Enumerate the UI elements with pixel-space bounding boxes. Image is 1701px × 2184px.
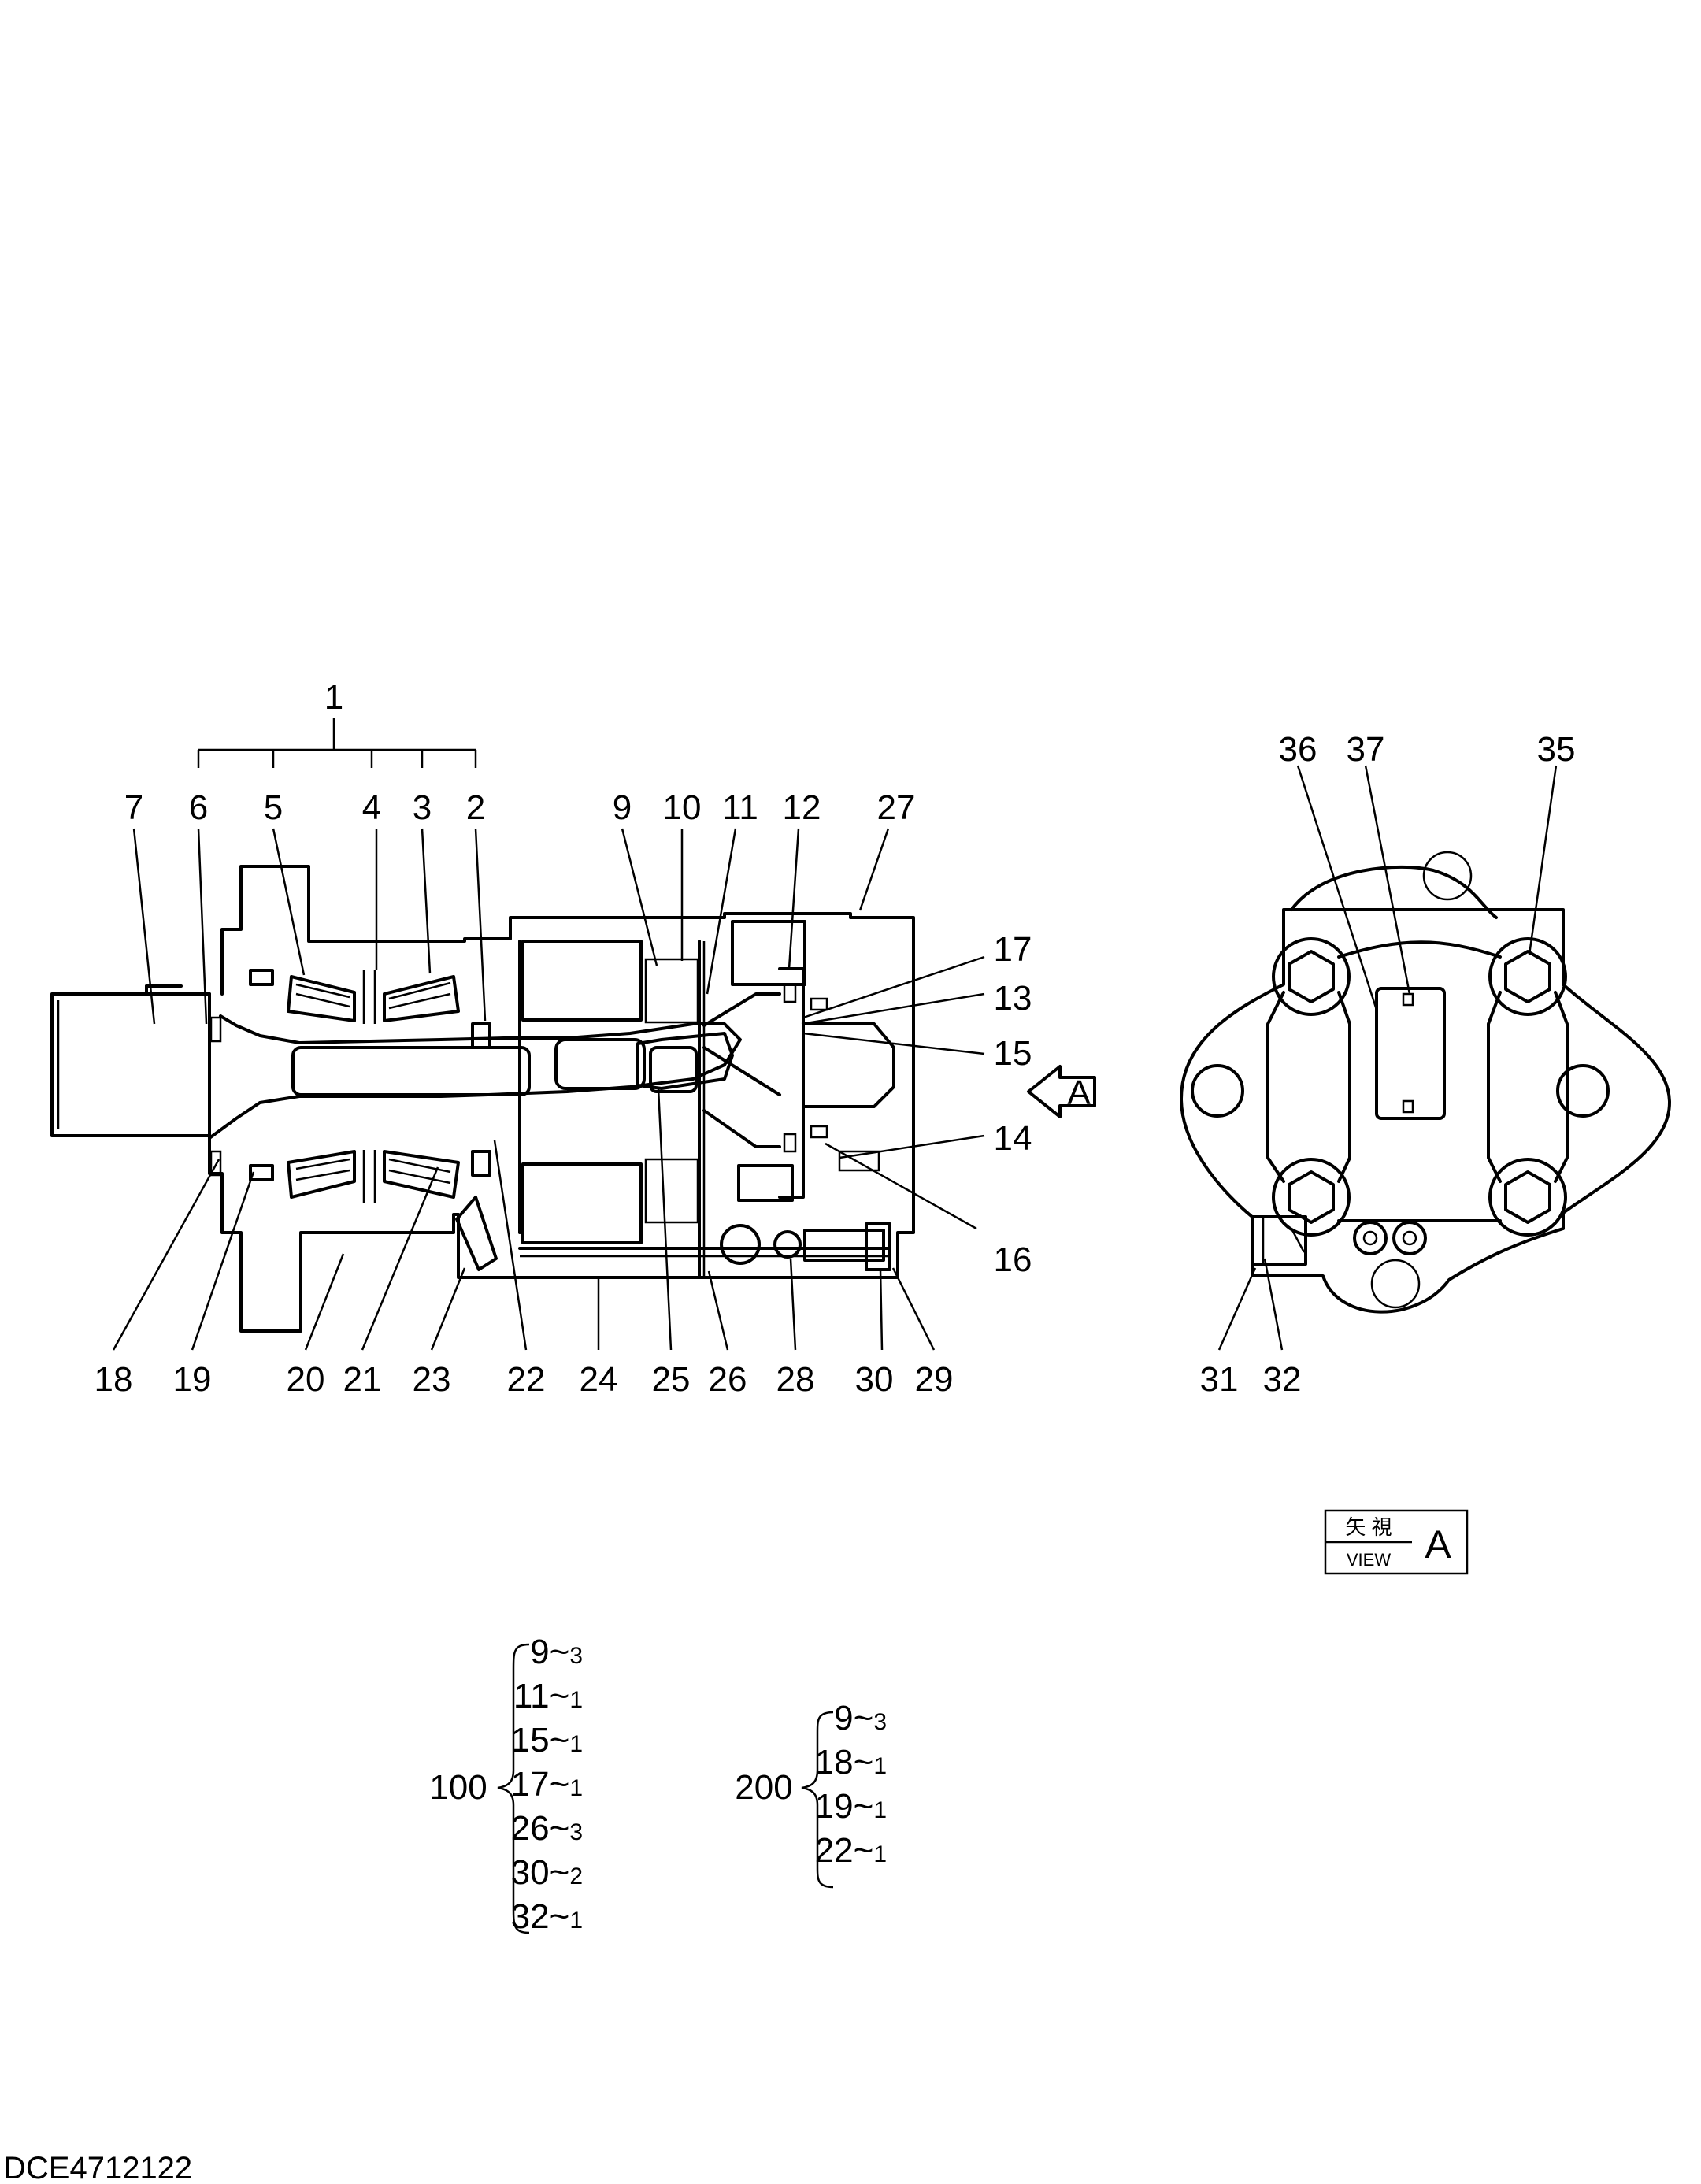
callout-14: 14: [994, 1119, 1032, 1158]
output-shaft-end: [50, 992, 211, 1137]
kit-item-part: 30: [511, 1853, 550, 1892]
kit-item-part: 19: [815, 1787, 854, 1826]
callout-4: 4: [362, 788, 381, 827]
callout-20: 20: [287, 1360, 325, 1399]
callout-15: 15: [994, 1034, 1032, 1073]
check-ball: [720, 1224, 761, 1265]
view-arrow-letter: A: [1067, 1073, 1091, 1112]
svg-text:17~1: 17~1: [511, 1765, 583, 1804]
callout-5: 5: [264, 788, 283, 827]
name-plate: [1375, 987, 1446, 1120]
callout-assembly: 1: [324, 678, 343, 717]
bolt-top-left: [1272, 937, 1351, 1016]
kit-item-part: 9: [834, 1699, 853, 1737]
callout-2: 2: [466, 788, 485, 827]
kit-200-label: 200: [735, 1768, 792, 1807]
drawing-id: DCE4712122: [3, 2151, 192, 2184]
callout-25: 25: [652, 1360, 691, 1399]
callout-19: 19: [173, 1360, 212, 1399]
callout-11: 11: [722, 788, 758, 827]
bearing-lower-left: [287, 1150, 356, 1199]
view-a-flange-outline: [1180, 908, 1671, 1314]
bolt-bottom-right: [1488, 1158, 1567, 1237]
callout-30: 30: [855, 1360, 894, 1399]
kit-item-part: 17: [511, 1765, 550, 1804]
kit-item-part: 22: [815, 1831, 854, 1870]
kit-item-part: 18: [815, 1743, 854, 1782]
bearing-upper-right: [383, 975, 460, 1022]
callout-7: 7: [124, 788, 143, 827]
view-letter: A: [1425, 1522, 1451, 1567]
callout-37: 37: [1347, 730, 1385, 769]
callout-23: 23: [413, 1360, 451, 1399]
housing-outline: [208, 865, 915, 1333]
callout-27: 27: [877, 788, 916, 827]
callout-36: 36: [1279, 730, 1317, 769]
view-a-drawing: [1180, 851, 1671, 1314]
cross-section-view: [50, 865, 915, 1333]
kit-item-part: 15: [511, 1721, 550, 1759]
callout-21: 21: [343, 1360, 382, 1399]
kit-100-label: 100: [429, 1768, 487, 1807]
callout-9: 9: [613, 788, 632, 827]
kit-item-part: 11: [513, 1677, 550, 1715]
callout-17: 17: [994, 930, 1032, 969]
callout-16: 16: [994, 1240, 1032, 1279]
kit-100: 100 9~3 11~1 15~1 17~1 26~3 30~2 32~1: [429, 1633, 583, 1936]
kit-100-items: 9~3 11~1 15~1 17~1 26~3 30~2 32~1: [511, 1633, 583, 1936]
svg-text:9~3: 9~3: [834, 1699, 887, 1737]
view-jp-label: 矢 視: [1345, 1515, 1392, 1539]
bolt-bottom-left: [1272, 1158, 1351, 1237]
bolt-top-right: [1488, 937, 1567, 1016]
svg-text:11~1: 11~1: [513, 1677, 583, 1715]
svg-text:18~1: 18~1: [815, 1743, 887, 1782]
svg-text:19~1: 19~1: [815, 1787, 887, 1826]
callout-numbers: 1 7 6 5 4 3 2 9 10 11 12 27 17 13 15 14 …: [94, 678, 1576, 1399]
svg-text:30~2: 30~2: [511, 1853, 583, 1892]
callout-35: 35: [1537, 730, 1576, 769]
callout-22: 22: [507, 1360, 546, 1399]
callout-10: 10: [663, 788, 702, 827]
callout-32: 32: [1263, 1360, 1302, 1399]
kit-item-part: 9: [530, 1633, 549, 1671]
view-a-label-box: 矢 視 VIEW A: [1324, 1509, 1469, 1575]
callout-24: 24: [580, 1360, 618, 1399]
callout-28: 28: [776, 1360, 815, 1399]
callout-26: 26: [709, 1360, 747, 1399]
callout-13: 13: [994, 979, 1032, 1018]
callout-31: 31: [1200, 1360, 1239, 1399]
kit-item-part: 26: [511, 1809, 550, 1848]
svg-text:32~1: 32~1: [511, 1897, 583, 1936]
svg-text:22~1: 22~1: [815, 1831, 887, 1870]
leader-lines: [112, 718, 1558, 1934]
view-en-label: VIEW: [1347, 1550, 1391, 1570]
bearing-lower-right: [383, 1150, 460, 1199]
callout-6: 6: [189, 788, 208, 827]
svg-text:9~3: 9~3: [530, 1633, 583, 1671]
svg-text:15~1: 15~1: [511, 1721, 583, 1759]
bearing-upper-left: [287, 975, 356, 1022]
callout-29: 29: [915, 1360, 954, 1399]
callout-3: 3: [413, 788, 432, 827]
kit-200-items: 9~3 18~1 19~1 22~1: [815, 1699, 887, 1870]
callout-12: 12: [783, 788, 821, 827]
kit-item-part: 32: [511, 1897, 550, 1936]
view-a-arrow: A: [1027, 1065, 1096, 1118]
svg-text:26~3: 26~3: [511, 1809, 583, 1848]
kit-200: 200 9~3 18~1 19~1 22~1: [735, 1699, 887, 1870]
callout-18: 18: [94, 1360, 133, 1399]
plug-nose: [803, 1022, 895, 1108]
